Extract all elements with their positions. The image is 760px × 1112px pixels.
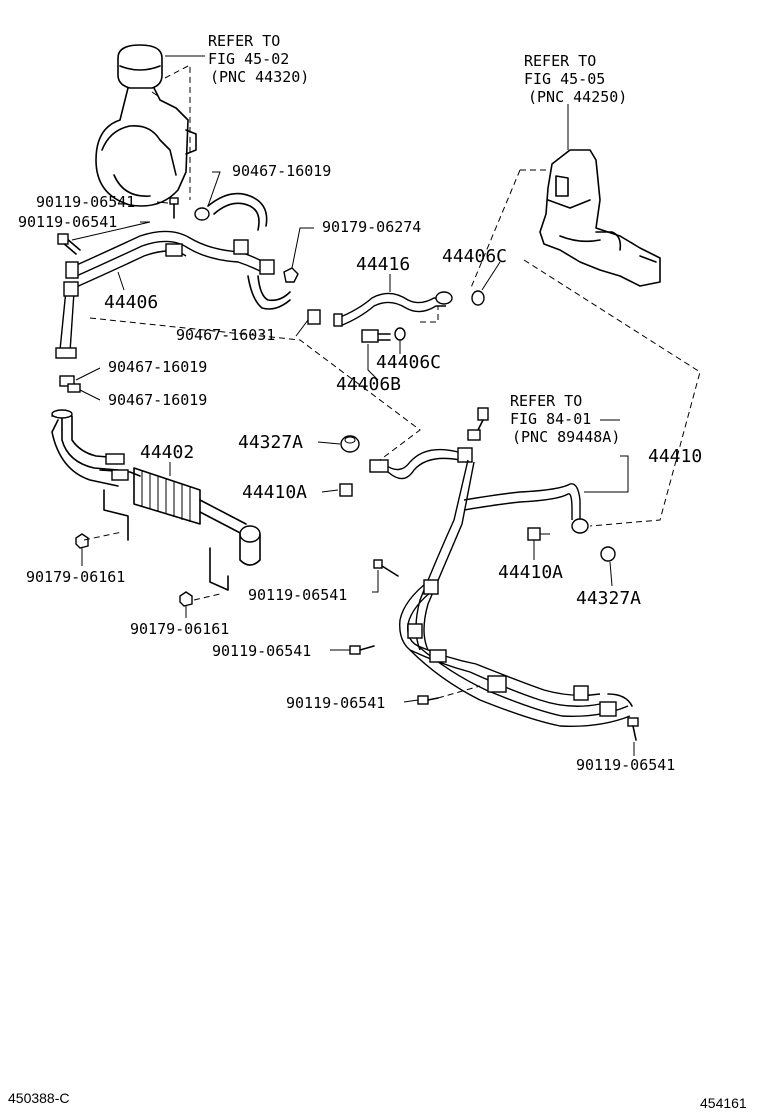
label-44406: 44406 <box>104 292 158 313</box>
leader-44327A-right <box>609 561 613 587</box>
leader-44410A-left <box>321 489 339 493</box>
label-44327A-left: 44327A <box>238 432 303 453</box>
svg-text:FIG 45-05: FIG 45-05 <box>524 70 605 88</box>
nut-90179-06161-b <box>179 591 193 607</box>
return-hose-44410 <box>369 447 633 727</box>
dashed-route-left <box>89 317 421 461</box>
leader-90467-16019-b <box>79 389 101 401</box>
leader-44327A-left <box>317 441 341 445</box>
label-90467-16019-b: 90467-16019 <box>108 391 207 409</box>
leader-90119-c <box>372 570 379 593</box>
svg-text:(PNC 44320): (PNC 44320) <box>210 68 309 86</box>
label-90179-06161-a: 90179-06161 <box>26 568 125 586</box>
bolt-90119-06541-d <box>349 645 375 655</box>
pressure-switch <box>467 407 489 441</box>
pressure-hose-44406 <box>55 230 291 359</box>
footer-right-code: 454161 <box>700 1095 747 1111</box>
leader-44406C-top <box>481 261 501 291</box>
label-44406C-top: 44406C <box>442 246 507 267</box>
svg-text:FIG 84-01: FIG 84-01 <box>510 410 591 428</box>
union-bolt-44406B <box>361 329 391 343</box>
leader-90119-b <box>71 221 151 241</box>
svg-text:(PNC 44250): (PNC 44250) <box>528 88 627 106</box>
dashed-gear-to-44406C <box>469 169 550 291</box>
clip-44410A-right <box>527 527 550 541</box>
leader-90467-16019-a <box>75 367 101 381</box>
bolt-90119-06541-upper <box>169 197 179 219</box>
bolt-90119-06541-e <box>417 695 439 705</box>
reference-note-gear: REFER TO FIG 45-05 (PNC 44250) <box>524 52 627 106</box>
label-90467-16019-top: 90467-16019 <box>232 162 331 180</box>
leader-44410 <box>584 455 629 493</box>
label-90467-16019-a: 90467-16019 <box>108 358 207 376</box>
leader-90179-06274 <box>291 227 314 269</box>
leader-90119-a <box>156 201 169 204</box>
footer-left-code: 450388-C <box>8 1090 70 1106</box>
label-90119-06541-e: 90119-06541 <box>286 694 385 712</box>
reference-note-pump: REFER TO FIG 45-02 (PNC 44320) <box>208 32 309 86</box>
leader-90467-top <box>207 171 221 207</box>
label-44410A-right: 44410A <box>498 562 563 583</box>
bolt-90119-06541-f <box>627 717 639 741</box>
leader-44406 <box>117 271 125 291</box>
leader-90467-16031 <box>295 319 309 337</box>
reference-note-sensor: REFER TO FIG 84-01 (PNC 89448A) <box>510 392 620 446</box>
dashed-nut-leaders <box>83 531 221 601</box>
svg-text:REFER TO: REFER TO <box>208 32 280 50</box>
gasket-44406C-mid <box>394 327 406 341</box>
nut-90179-06161-a <box>75 533 89 549</box>
label-44406C-mid: 44406C <box>376 352 441 373</box>
bolt-90119-06541-lower <box>57 233 81 255</box>
svg-text:FIG 45-02: FIG 45-02 <box>208 50 289 68</box>
dashed-90119-e <box>437 685 481 699</box>
svg-text:REFER TO: REFER TO <box>524 52 596 70</box>
clip-44410A-left <box>339 483 353 497</box>
label-44406B: 44406B <box>336 374 401 395</box>
dashed-gear-to-44410 <box>523 259 701 527</box>
label-90119-06541-f: 90119-06541 <box>576 756 675 774</box>
power-steering-pump-illustration <box>95 44 197 207</box>
leader-90119-e <box>403 699 419 703</box>
label-90467-16031: 90467-16031 <box>176 326 275 344</box>
grommet-44327A-left <box>340 435 360 453</box>
bolt-90119-06541-c <box>373 559 399 577</box>
return-tube-44416 <box>333 291 453 327</box>
label-44410: 44410 <box>648 446 702 467</box>
label-90179-06274: 90179-06274 <box>322 218 421 236</box>
label-90119-06541-a: 90119-06541 <box>36 193 135 211</box>
clamp-90467-16019-left-a <box>59 375 75 387</box>
steering-gear-illustration <box>539 149 661 287</box>
leader-44406B <box>367 344 379 381</box>
oil-cooler-44402 <box>51 409 261 591</box>
label-90119-06541-c: 90119-06541 <box>248 586 347 604</box>
svg-text:(PNC 89448A): (PNC 89448A) <box>512 428 620 446</box>
clamp-90467-16031 <box>307 309 321 325</box>
label-44327A-right: 44327A <box>576 588 641 609</box>
label-44416: 44416 <box>356 254 410 275</box>
dashed-44416 <box>420 306 439 323</box>
grommet-44327A-right <box>600 546 616 562</box>
label-90119-06541-d: 90119-06541 <box>212 642 311 660</box>
pump-ref-leader <box>164 64 191 200</box>
label-44410A-left: 44410A <box>242 482 307 503</box>
clamp-90467-16019-left-b <box>67 383 81 393</box>
nut-90179-06274 <box>283 267 299 283</box>
label-44402: 44402 <box>140 442 194 463</box>
svg-text:REFER TO: REFER TO <box>510 392 582 410</box>
clamp-90467-16019-top <box>194 192 268 231</box>
label-90119-06541-b: 90119-06541 <box>18 213 117 231</box>
label-90179-06161-b: 90179-06161 <box>130 620 229 638</box>
gasket-44406C-top <box>471 290 485 306</box>
